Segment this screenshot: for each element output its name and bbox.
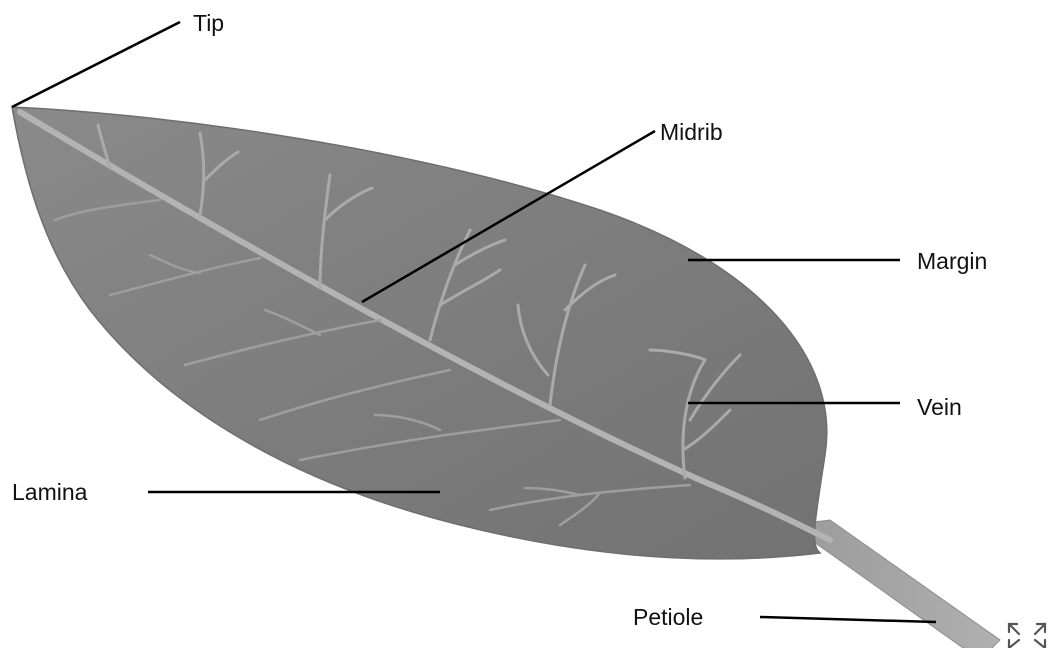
expand-icon: [1003, 620, 1051, 648]
label-lamina: Lamina: [12, 481, 87, 504]
petiole-shape: [790, 520, 1000, 648]
label-petiole: Petiole: [633, 606, 703, 629]
label-vein: Vein: [917, 396, 962, 419]
label-tip: Tip: [193, 12, 224, 35]
tip-leader-line: [12, 22, 180, 107]
label-margin: Margin: [917, 250, 987, 273]
label-midrib: Midrib: [660, 121, 723, 144]
fullscreen-button[interactable]: [1003, 620, 1051, 648]
petiole-leader-line: [760, 617, 936, 622]
